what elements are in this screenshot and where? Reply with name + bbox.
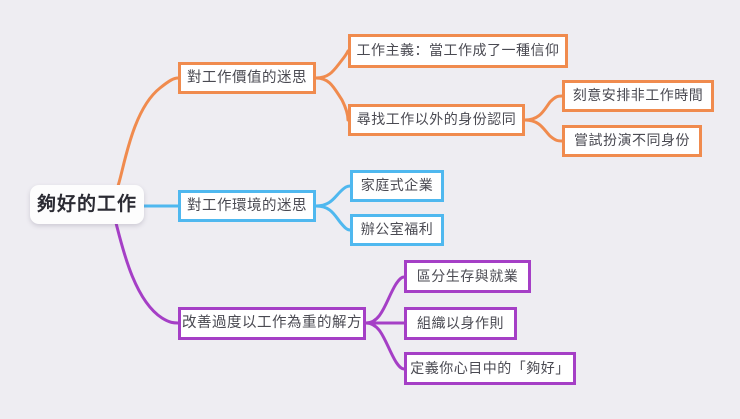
node-workism[interactable]: 工作主義：當工作成了一種信仰 [348, 34, 568, 68]
root-node[interactable]: 夠好的工作 [30, 185, 144, 224]
connector-root-to-solutions [114, 221, 180, 325]
connector-root-to-work-value [116, 76, 180, 188]
branch-solutions[interactable]: 改善過度以工作為重的解方 [178, 307, 366, 340]
connector-environment-to-family [314, 184, 352, 208]
node-lead-by-example[interactable]: 組織以身作則 [404, 307, 517, 340]
node-identity-outside-work[interactable]: 尋找工作以外的身份認同 [348, 104, 525, 136]
node-define-good-enough[interactable]: 定義你心目中的「夠好」 [404, 352, 576, 385]
connector-solutions-to-define [364, 321, 406, 371]
branch-work-value[interactable]: 對工作價值的迷思 [178, 62, 316, 94]
connector-identity-to-nonwork-time [523, 94, 564, 122]
node-label: 對工作價值的迷思 [187, 69, 307, 86]
node-label: 夠好的工作 [36, 193, 137, 215]
connector-environment-to-perks [314, 204, 352, 232]
node-label: 定義你心目中的「夠好」 [410, 360, 570, 377]
connector-solutions-to-survival [364, 275, 406, 325]
node-office-perks[interactable]: 辦公室福利 [350, 214, 444, 246]
node-different-identity[interactable]: 嘗試扮演不同身份 [562, 125, 702, 157]
node-label: 嘗試扮演不同身份 [574, 133, 690, 149]
node-label: 尋找工作以外的身份認同 [356, 112, 517, 128]
node-label: 組織以身作則 [417, 315, 504, 332]
node-survival-vs-employment[interactable]: 區分生存與就業 [404, 260, 531, 293]
node-label: 刻意安排非工作時間 [572, 88, 704, 104]
connector-work-value-to-identity [314, 76, 350, 122]
node-family-business[interactable]: 家庭式企業 [350, 170, 444, 202]
node-label: 對工作環境的迷思 [187, 197, 307, 214]
node-nonwork-time[interactable]: 刻意安排非工作時間 [562, 80, 714, 112]
node-label: 區分生存與就業 [416, 268, 519, 285]
node-label: 改善過度以工作為重的解方 [182, 315, 362, 332]
connector-work-value-to-workism [314, 49, 350, 80]
node-label: 家庭式企業 [360, 178, 434, 194]
node-label: 工作主義：當工作成了一種信仰 [356, 43, 560, 59]
node-label: 辦公室福利 [360, 222, 434, 238]
connector-identity-to-identity-play [523, 118, 564, 143]
branch-work-environment[interactable]: 對工作環境的迷思 [178, 190, 316, 222]
